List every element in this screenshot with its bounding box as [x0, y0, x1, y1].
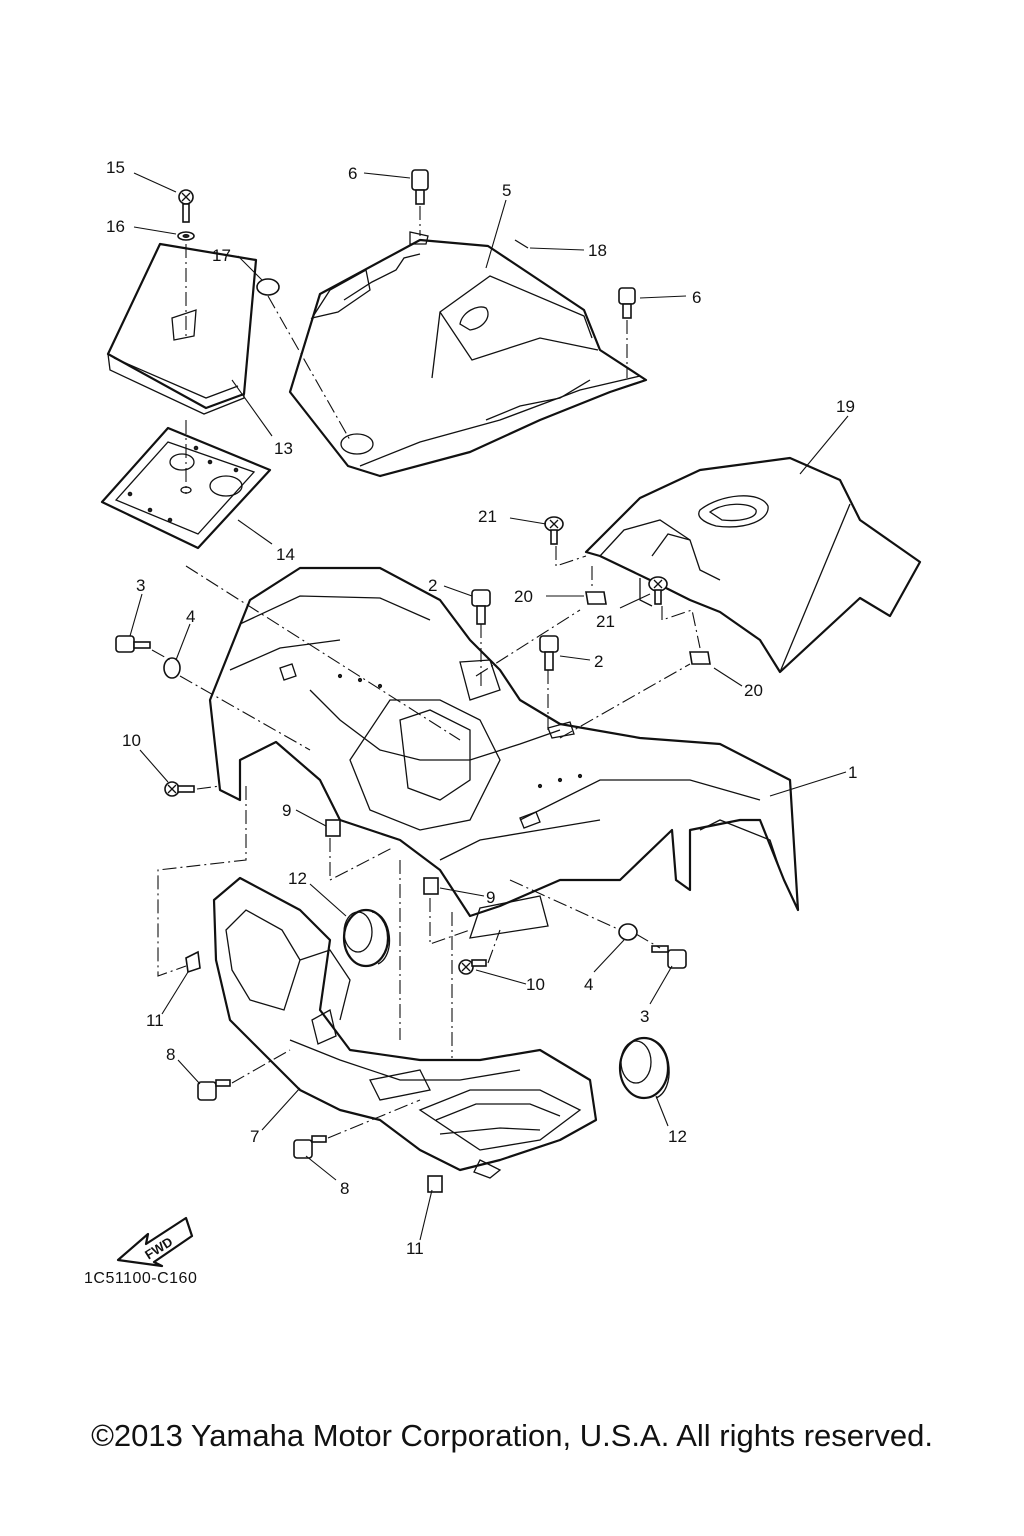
callout-21: 21: [478, 507, 497, 526]
callout-21: 21: [596, 612, 615, 631]
grommet: [618, 1036, 670, 1100]
bolt: [411, 169, 429, 205]
callout-16: 16: [106, 217, 125, 236]
callout-15: 15: [106, 158, 125, 177]
forward-direction-arrow: FWD: [116, 1216, 194, 1268]
callout-9: 9: [282, 801, 291, 820]
flange-bolt: [651, 945, 687, 969]
bolt: [618, 287, 636, 319]
grommet: [342, 908, 391, 968]
screw: [164, 781, 195, 797]
assembly-lines: [151, 206, 701, 1139]
callout-11: 11: [146, 1011, 164, 1030]
callout-2: 2: [428, 576, 437, 595]
callout-11: 11: [406, 1239, 424, 1258]
callout-7: 7: [250, 1127, 259, 1146]
front-top-cover: [288, 231, 648, 478]
clip: [185, 950, 201, 974]
flange-bolt: [115, 635, 151, 653]
callout-2: 2: [594, 652, 603, 671]
callout-10: 10: [122, 731, 141, 750]
screw: [648, 576, 668, 605]
decal: [514, 239, 529, 249]
callout-3: 3: [136, 576, 145, 595]
bolt: [539, 635, 559, 671]
plug-cap: [256, 278, 280, 296]
bolt: [178, 189, 194, 223]
washer: [177, 231, 195, 241]
tank-cover: [584, 456, 922, 674]
callout-1: 1: [848, 763, 857, 782]
callout-13: 13: [274, 439, 293, 458]
diagram-code: 1C51100-C160: [84, 1270, 198, 1287]
callout-20: 20: [514, 587, 533, 606]
bolt: [471, 589, 491, 625]
nut-clip: [689, 651, 711, 665]
callout-4: 4: [186, 607, 195, 626]
screw: [458, 959, 487, 975]
callout-9: 9: [486, 888, 495, 907]
leader-lines: [129, 172, 849, 1241]
screw: [544, 516, 564, 545]
clip: [325, 819, 341, 837]
flange-bolt: [293, 1135, 327, 1159]
callout-3: 3: [640, 1007, 649, 1026]
callouts: 15 16 17 13 14 6 5 18 6 19 21 2 20 21 2 …: [106, 158, 857, 1258]
nut-clip: [585, 591, 607, 605]
callout-10: 10: [526, 975, 545, 994]
front-grille: [212, 876, 598, 1179]
callout-18: 18: [588, 241, 607, 260]
callout-19: 19: [836, 397, 855, 416]
callout-5: 5: [502, 181, 511, 200]
callout-8: 8: [166, 1045, 175, 1064]
collar: [618, 923, 638, 941]
collar: [163, 657, 181, 679]
callout-6: 6: [692, 288, 701, 307]
storage-box-lid: [106, 242, 258, 415]
callout-6: 6: [348, 164, 357, 183]
callout-12: 12: [288, 869, 307, 888]
callout-14: 14: [276, 545, 295, 564]
front-fender: [208, 566, 800, 939]
clip: [427, 1175, 443, 1193]
callout-17: 17: [212, 246, 231, 265]
flange-bolt: [197, 1079, 231, 1101]
callout-8: 8: [340, 1179, 349, 1198]
callout-12: 12: [668, 1127, 687, 1146]
callout-20: 20: [744, 681, 763, 700]
clip: [423, 877, 439, 895]
callout-4: 4: [584, 975, 593, 994]
copyright-notice: ©2013 Yamaha Motor Corporation, U.S.A. A…: [91, 1418, 933, 1453]
